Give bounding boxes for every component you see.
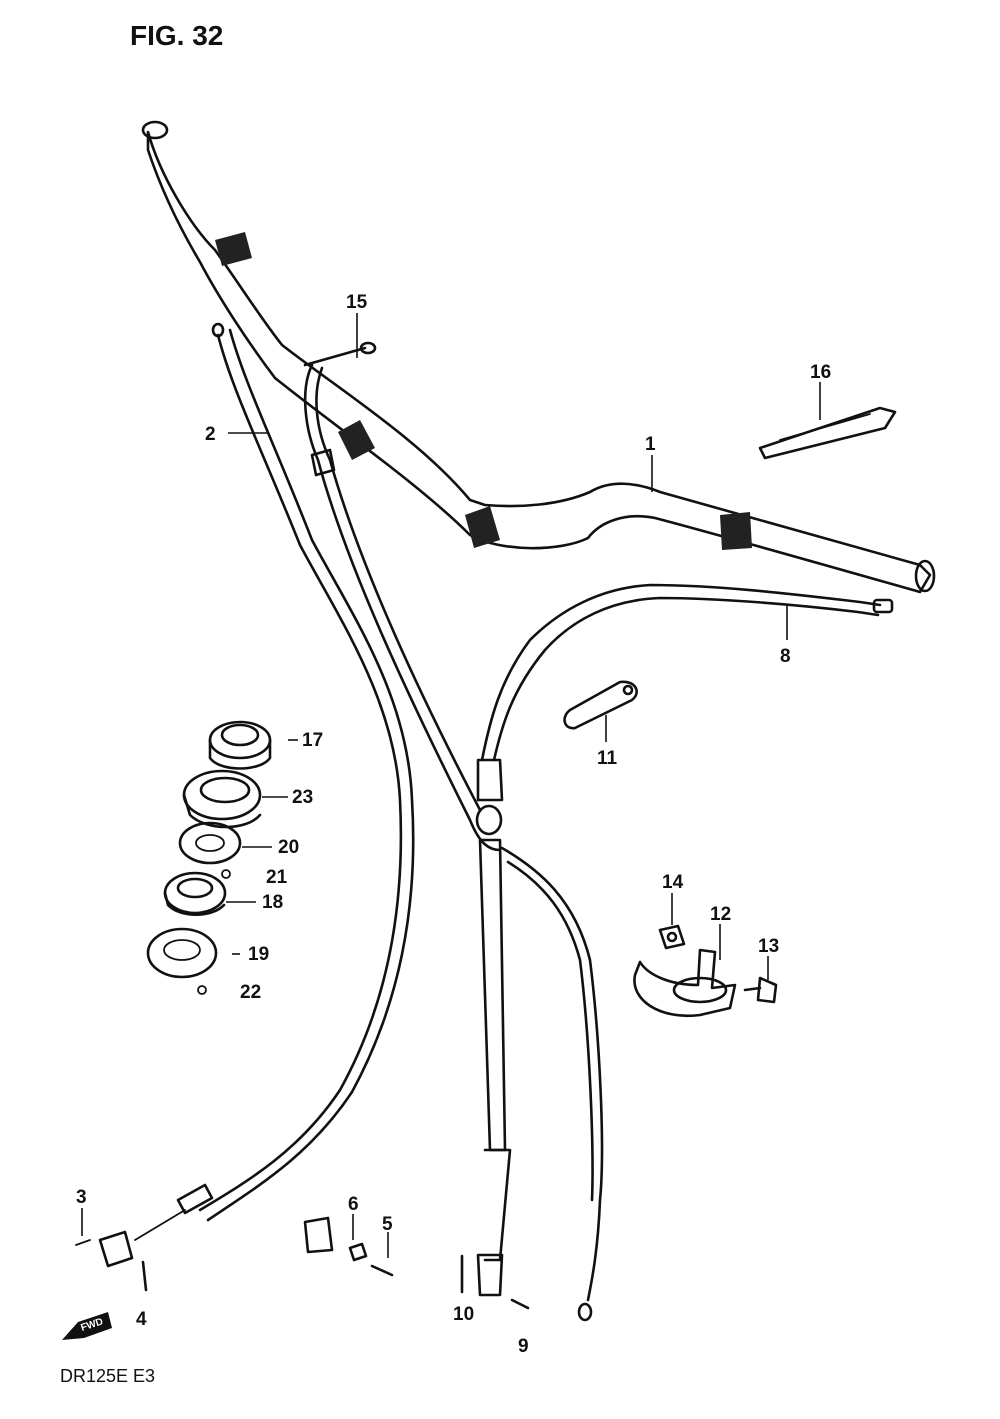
label-part-19: 19 xyxy=(248,944,269,965)
label-part-21: 21 xyxy=(266,867,288,888)
cable-end-3 xyxy=(75,1230,134,1268)
nut-14 xyxy=(658,924,686,950)
strap-16 xyxy=(758,406,897,460)
label-part-5: 5 xyxy=(382,1214,393,1235)
ring-18 xyxy=(163,871,227,916)
label-part-22: 22 xyxy=(240,982,261,1003)
label-part-12: 12 xyxy=(710,904,731,925)
label-part-11: 11 xyxy=(597,748,618,769)
ring-17 xyxy=(208,720,272,770)
small-part-6b xyxy=(348,1242,368,1262)
handlebar xyxy=(141,120,936,594)
label-part-1: 1 xyxy=(645,434,656,455)
label-part-10: 10 xyxy=(453,1304,474,1325)
ring-19 xyxy=(146,927,218,979)
model-code: DR125E E3 xyxy=(60,1366,155,1386)
label-part-2: 2 xyxy=(205,424,216,445)
small-part-5 xyxy=(370,1264,394,1277)
label-part-18: 18 xyxy=(262,892,283,913)
label-part-6: 6 xyxy=(348,1194,359,1215)
forward-arrow-icon: FWD xyxy=(62,1312,112,1340)
small-part-6 xyxy=(303,1216,334,1254)
label-part-16: 16 xyxy=(810,362,831,383)
ring-22 xyxy=(197,985,207,995)
label-part-9: 9 xyxy=(518,1336,529,1357)
figure-title: FIG. 32 xyxy=(130,20,223,51)
front-brake-cable xyxy=(303,363,502,852)
throttle-cable xyxy=(134,322,415,1241)
clutch-cable xyxy=(475,583,894,1297)
clamp-12 xyxy=(633,948,737,1018)
bolt-13 xyxy=(743,976,778,1004)
ring-23 xyxy=(182,769,262,829)
cable-9 xyxy=(500,846,604,1322)
label-part-13: 13 xyxy=(758,936,779,957)
leader-lines xyxy=(81,313,821,1258)
label-part-14: 14 xyxy=(662,872,684,893)
label-part-15: 15 xyxy=(346,292,368,313)
label-part-8: 8 xyxy=(780,646,791,667)
label-part-23: 23 xyxy=(292,787,313,808)
cable-end-9 xyxy=(510,1298,530,1310)
band-15 xyxy=(303,346,367,367)
part-labels: 1 2 3 4 5 6 8 9 10 11 12 13 14 15 16 17 … xyxy=(76,292,831,1357)
cable-guide-11 xyxy=(563,680,638,730)
label-part-20: 20 xyxy=(278,837,299,858)
cable-end-4 xyxy=(141,1260,148,1292)
ring-21 xyxy=(221,869,231,879)
ring-20 xyxy=(178,821,242,865)
label-part-4: 4 xyxy=(136,1309,147,1330)
label-part-17: 17 xyxy=(302,730,323,751)
label-part-3: 3 xyxy=(76,1187,87,1208)
